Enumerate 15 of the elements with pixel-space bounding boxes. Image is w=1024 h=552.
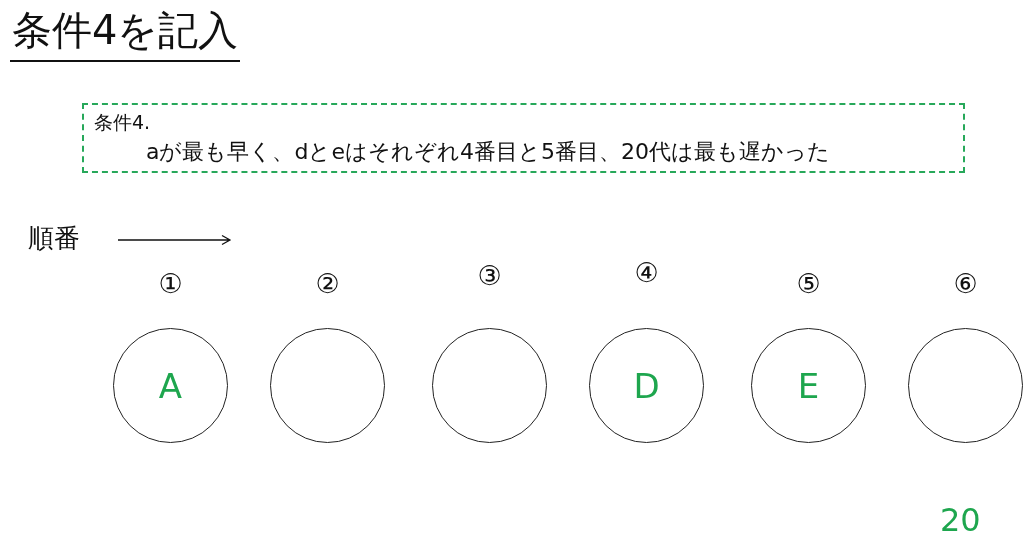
circled-number: ② (315, 268, 340, 300)
title: 条件4を記入 (10, 4, 241, 62)
circled-number: ④ (634, 257, 659, 289)
condition-text: aが最も早く、dとeはそれぞれ4番目と5番目、20代は最も遅かった (146, 138, 830, 166)
page-number: 20 (940, 500, 981, 540)
letter-label: D (633, 365, 660, 406)
letter-label: E (797, 365, 820, 406)
circled-number: ① (158, 268, 183, 300)
condition-heading: 条件4. (94, 110, 151, 134)
circled-number: ⑤ (796, 268, 821, 300)
circled-number: ⑥ (953, 268, 978, 300)
letter-label: A (158, 365, 183, 406)
circled-number: ③ (477, 260, 502, 292)
condition-panel (82, 103, 965, 173)
order-label: 順番 (28, 222, 80, 255)
